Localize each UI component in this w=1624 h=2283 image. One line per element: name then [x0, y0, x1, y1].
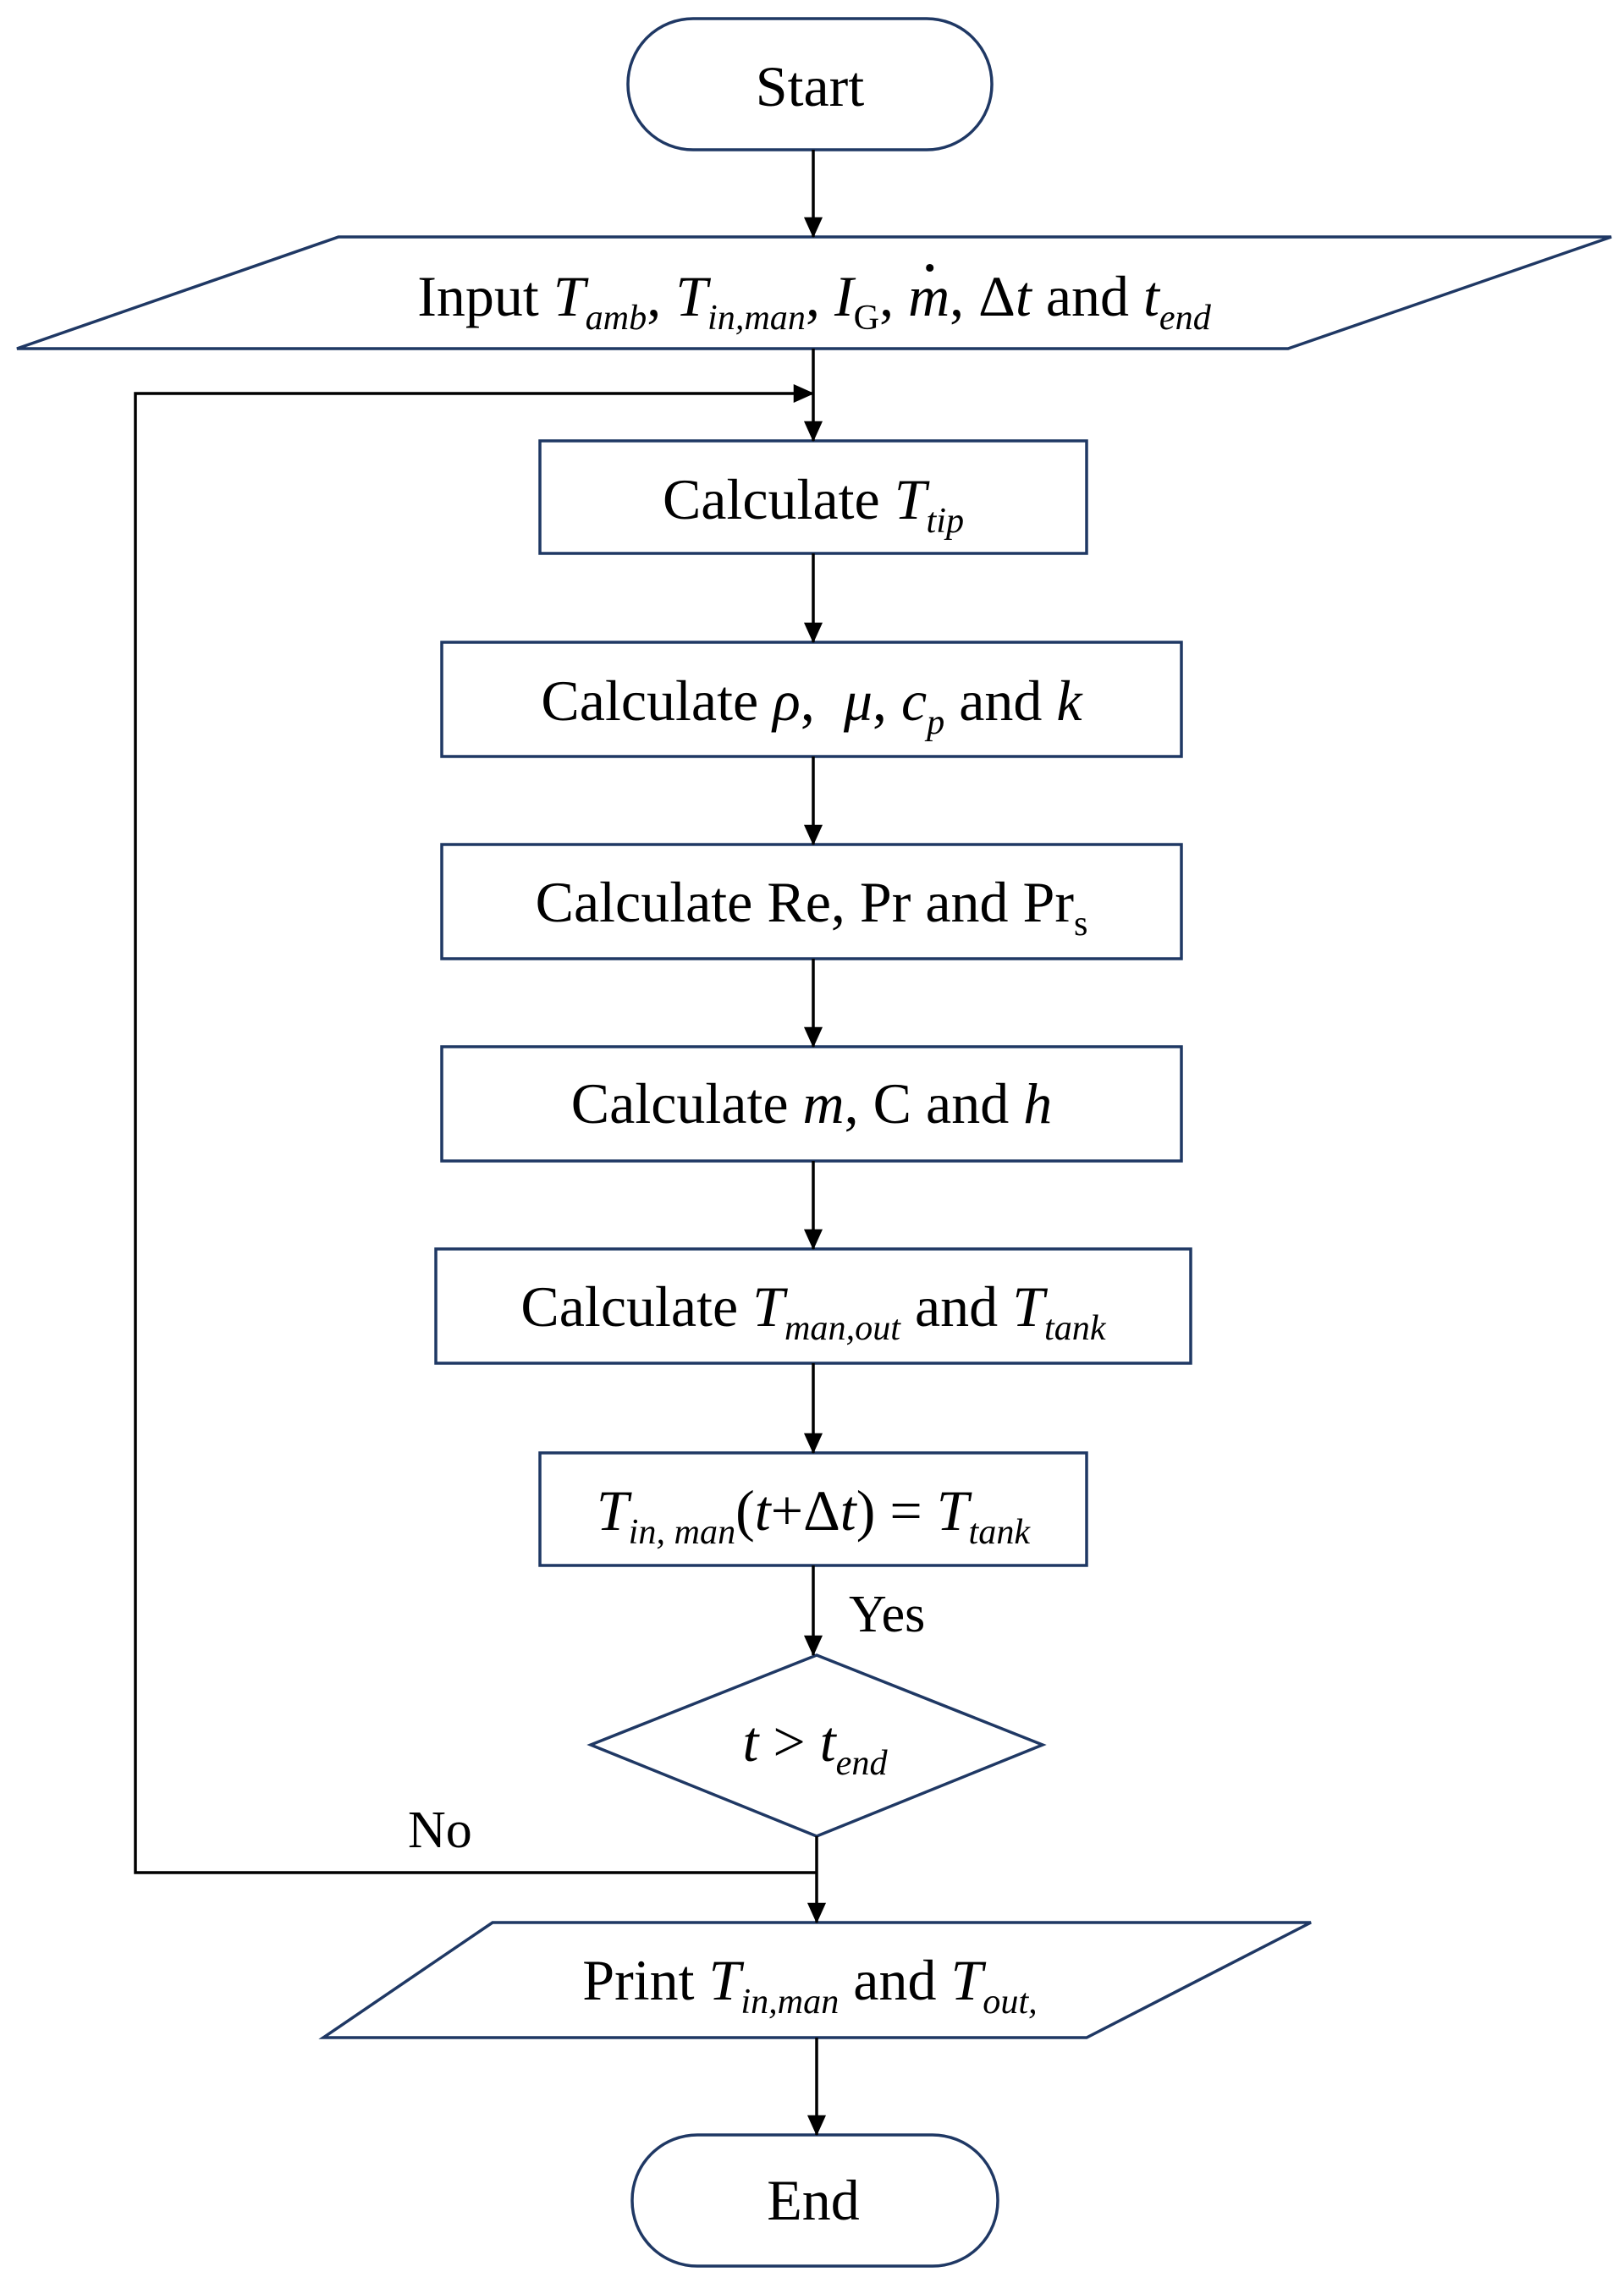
print-word: Print [582, 1948, 695, 2012]
input-end-subscript: end [1159, 298, 1211, 338]
update-box [538, 1451, 1088, 1567]
update-equals-sign: = [889, 1478, 922, 1543]
print-out-subscript: out, [983, 1982, 1038, 2022]
no-branch-label: No [408, 1802, 472, 1859]
update-label: Tin, man(t+Δt) = Ttank [597, 1482, 1030, 1550]
input-massflow-symbol: m [908, 263, 950, 328]
update-tank-subscript: tank [968, 1512, 1031, 1553]
calc-props-and-word: and [959, 668, 1043, 733]
start-text: Start [755, 54, 865, 118]
loop-back-connector [134, 383, 817, 1874]
calc-out-box [434, 1247, 1192, 1365]
calc-out-label: Calculate Tman,out and Ttank [520, 1278, 1105, 1346]
conductivity-symbol: k [1056, 668, 1082, 733]
calc-tip-label: Calculate Ttip [662, 467, 964, 539]
input-g-subscript: G [853, 298, 880, 338]
specific-heat-subscript: p [927, 702, 945, 743]
calc-out-t-tank-symbol: T [1012, 1274, 1045, 1339]
input-amb-subscript: amb [585, 298, 647, 338]
update-open-paren: ( [735, 1478, 755, 1543]
calc-out-word: Calculate [520, 1274, 739, 1339]
print-t-out-symbol: T [950, 1948, 983, 2012]
calc-tip-box [538, 439, 1088, 555]
calc-tip-subscript: tip [926, 501, 965, 542]
print-t-inman-symbol: T [708, 1948, 741, 2012]
fin-parameter-symbol: m [802, 1071, 845, 1136]
print-and-word: and [853, 1948, 937, 2012]
decision-end-subscript: end [835, 1743, 888, 1784]
calc-re-text: Calculate Re, Pr and Pr [535, 870, 1074, 934]
density-symbol: ρ [773, 668, 801, 733]
update-t-symbol: T [596, 1478, 629, 1543]
decision-time-symbol: t [742, 1709, 759, 1774]
calc-re-subscript: s [1074, 904, 1088, 944]
calc-props-word: Calculate [541, 668, 759, 733]
calc-out-manout-subscript: man,out [784, 1308, 900, 1349]
decision-t-end-symbol: t [819, 1709, 836, 1774]
input-t-amb-symbol: T [553, 264, 586, 328]
calc-mch-label: Calculate m, C and h [570, 1071, 1053, 1136]
update-plus-sign: + [770, 1478, 804, 1543]
input-t-step-symbol: t [1015, 264, 1032, 328]
heat-coefficient-symbol: h [1023, 1071, 1053, 1136]
yes-branch-label: Yes [849, 1586, 926, 1643]
constant-c-symbol: C [873, 1071, 912, 1136]
update-step-symbol: t [840, 1478, 856, 1543]
start-label: Start [756, 58, 864, 115]
specific-heat-symbol: c [900, 668, 928, 733]
input-label: Input Tamb, Tin,man, IG, m, Δt and tend [417, 263, 1211, 338]
calc-re-box [440, 843, 1183, 960]
calc-out-tank-subscript: tank [1044, 1308, 1106, 1349]
calc-re-label: Calculate Re, Pr and Prs [535, 870, 1088, 942]
print-parallelogram [318, 1921, 1312, 2039]
calc-mch-word: Calculate [570, 1071, 789, 1136]
end-label: End [767, 2171, 860, 2229]
update-t-tank-symbol: T [936, 1478, 969, 1543]
input-delta-symbol: Δ [978, 264, 1016, 328]
input-word: Input [417, 264, 539, 328]
input-inman-subscript: in,man [707, 298, 806, 338]
calc-out-t-manout-symbol: T [752, 1274, 784, 1339]
calc-tip-t-symbol: T [894, 467, 927, 531]
decision-gt-sign: > [773, 1709, 806, 1774]
input-t-end-symbol: t [1143, 264, 1159, 328]
end-text: End [767, 2168, 860, 2232]
print-inman-subscript: in,man [740, 1982, 840, 2022]
input-parallelogram [16, 235, 1612, 350]
calc-props-label: Calculate ρ, μ, cp and k [541, 668, 1082, 743]
update-delta-symbol: Δ [803, 1478, 840, 1543]
decision-label: t > tend [742, 1713, 887, 1781]
input-t-inman-symbol: T [675, 264, 708, 328]
print-label: Print Tin,man and Tout, [582, 1948, 1037, 2020]
viscosity-symbol: μ [843, 668, 873, 733]
update-time-symbol: t [754, 1478, 771, 1543]
start-terminal [626, 17, 994, 151]
input-irradiance-symbol: I [834, 264, 854, 328]
input-and-word: and [1045, 264, 1130, 328]
calc-tip-word: Calculate [662, 467, 880, 531]
update-inman-subscript: in, man [628, 1512, 736, 1553]
update-close-paren: ) [856, 1478, 876, 1543]
calc-mch-box [440, 1045, 1183, 1163]
calc-mch-and-word: and [926, 1071, 1010, 1136]
calc-out-and-word: and [915, 1274, 999, 1339]
